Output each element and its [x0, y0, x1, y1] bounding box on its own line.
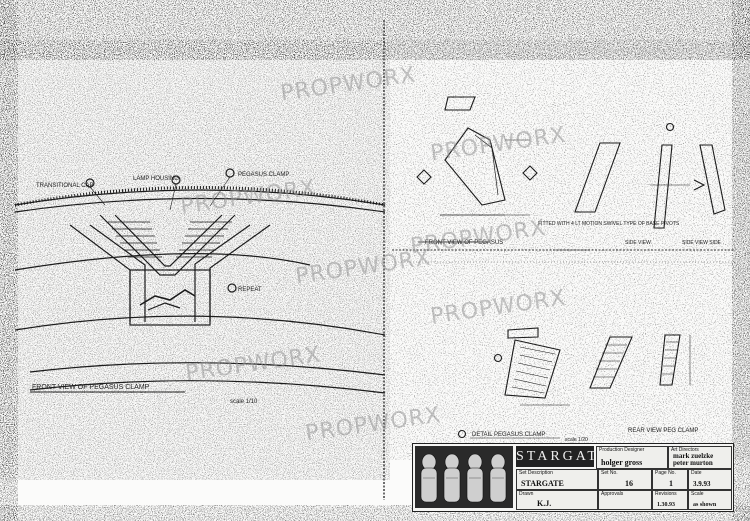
note-pegasus-clamp: PEGASUS CLAMP [238, 172, 289, 178]
note-lamp-housing: LAMP HOUSING [133, 176, 179, 182]
front-view-title: FRONT VIEW OF PEGASUS CLAMP [32, 384, 150, 391]
title-block: STARGATE Production Designer holger gros… [412, 443, 734, 512]
scale-cell: Scale as shown [688, 490, 732, 510]
revisions-cell: Revisions 1.30.93 [652, 490, 688, 510]
set-no-value: 16 [625, 479, 633, 488]
detail-title-bottom: DETAIL PEGASUS CLAMP [472, 432, 545, 438]
art-director-2: peter murton [673, 459, 713, 467]
note-repeat: REPEAT [238, 287, 262, 293]
front-view-scale: scale 1/10 [230, 399, 258, 405]
detail-note: FITTED WITH 4 LT MOTION SWIVEL TYPE OF B… [538, 221, 680, 227]
art-director-1: mark zuelzke [673, 452, 714, 460]
date-value: 3.9.93 [693, 480, 711, 488]
scale-value: as shown [693, 502, 717, 508]
set-description-value: STARGATE [521, 479, 564, 488]
revisions-label: Revisions [655, 491, 677, 497]
page-no-label: Page No. [655, 470, 676, 476]
side-view-label-b: SIDE VIEW SIDE [682, 240, 722, 246]
approvals-cell: Approvals [598, 490, 652, 510]
stargate-logo: STARGATE [516, 446, 607, 467]
date-cell: Date 3.9.93 [688, 469, 732, 490]
drawn-cell: Drawn K.J. [516, 490, 598, 510]
page-no-value: 1 [669, 479, 673, 488]
set-description-label: Set Description [519, 470, 553, 476]
production-designer-value: holger gross [601, 458, 643, 467]
set-description-cell: Set Description STARGATE [516, 469, 598, 490]
production-designer-cell: Production Designer holger gross [596, 446, 668, 469]
set-no-cell: Set No. 16 [598, 469, 652, 490]
scale-label: Scale [691, 491, 704, 497]
set-no-label: Set No. [601, 470, 618, 476]
rear-view-label: REAR VIEW PEG CLAMP [628, 428, 698, 434]
revisions-value: 1.30.93 [657, 502, 675, 508]
side-view-label-a: SIDE VIEW [625, 240, 651, 246]
drawn-value: K.J. [537, 499, 552, 508]
production-designer-label: Production Designer [599, 447, 645, 453]
date-label: Date [691, 470, 702, 476]
detail-title-top: FRONT VIEW OF PEGASUS [425, 240, 503, 246]
scale-small: scale 1/20 [565, 437, 588, 443]
note-transitional-cap: TRANSITIONAL CAP [36, 183, 93, 189]
drawn-label: Drawn [519, 491, 534, 497]
approvals-label: Approvals [601, 491, 624, 497]
art-directors-label: Art Directors [671, 447, 699, 453]
canopic-jars-illustration [415, 446, 513, 508]
art-directors-cell: Art Directors mark zuelzke peter murton [668, 446, 732, 469]
page-no-cell: Page No. 1 [652, 469, 688, 490]
